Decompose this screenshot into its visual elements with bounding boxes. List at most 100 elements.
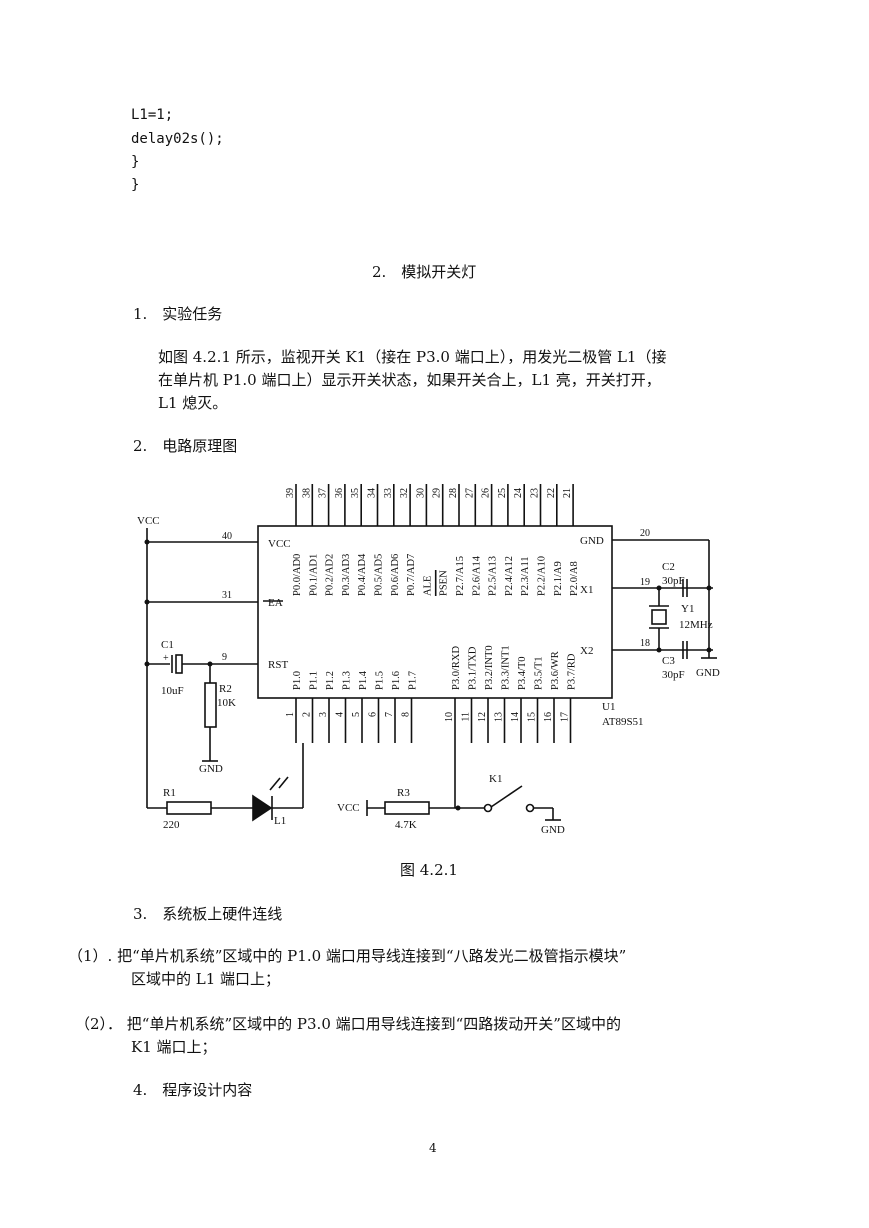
right-pin-number: 20: [640, 528, 650, 539]
wiring-item-1-line-2: 区域中的 L1 端口上；: [131, 970, 281, 988]
r3-body: [384, 801, 430, 815]
wiring-item-2-line-1: （2）． 把“单片机系统”区域中的 P3.0 端口用导线连接到“四路拨动开关”区…: [75, 1015, 621, 1033]
chip-body: [257, 525, 613, 699]
y1-ref: Y1: [681, 603, 694, 615]
k1-lever: [490, 785, 523, 808]
c1-plate-2: [175, 654, 183, 674]
c2-value: 30pF: [662, 575, 685, 587]
top-pin-label: P0.1/AD1: [308, 554, 319, 596]
bottom-pin-number: 13: [494, 712, 505, 722]
led-light-arrow: [269, 777, 281, 791]
right-pin-number: 19: [640, 577, 650, 588]
k1-contact: [483, 803, 493, 813]
left-pin-label: EA: [268, 597, 283, 609]
wiring-item-2-line-2: K1 端口上；: [131, 1038, 217, 1056]
r3-ref: R3: [397, 787, 410, 799]
gnd-label: GND: [541, 824, 565, 836]
right-pin-label: X1: [580, 584, 593, 596]
task-paragraph-line-2: 在单片机 P1.0 端口上）显示开关状态，如果开关合上，L1 亮，开关打开，: [158, 371, 661, 389]
top-pin-number: 21: [562, 488, 573, 498]
led-icon: [252, 794, 273, 822]
left-pin-number: 31: [222, 590, 232, 601]
c1-ref: C1: [161, 639, 174, 651]
top-pin-label: P2.6/A14: [471, 555, 482, 596]
bottom-pin-label: P1.5: [375, 671, 386, 690]
top-pin-number: 38: [301, 488, 312, 498]
top-pin-label: P2.1/A9: [553, 561, 564, 596]
y1-body: [651, 609, 667, 625]
bottom-pin-number: 8: [401, 712, 412, 717]
top-pin-label: P2.7/A15: [455, 556, 466, 596]
program-heading: 4. 程序设计内容: [133, 1081, 253, 1099]
figure-caption: 图 4.2.1: [400, 861, 458, 879]
circuit-heading: 2. 电路原理图: [133, 437, 238, 455]
left-pin-label: RST: [268, 659, 288, 671]
top-pin-number: 37: [318, 488, 329, 498]
top-pin-number: 26: [481, 488, 492, 498]
bottom-pin-label: P3.7/RD: [567, 653, 578, 690]
task-paragraph-line-1: 如图 4.2.1 所示，监视开关 K1（接在 P3.0 端口上），用发光二极管 …: [158, 348, 667, 366]
bottom-pin-number: 17: [560, 712, 571, 722]
section-title: 2. 模拟开关灯: [372, 263, 477, 281]
right-pin-label: X2: [580, 645, 593, 657]
bottom-pin-number: 11: [461, 712, 472, 722]
bottom-pin-number: 16: [543, 712, 554, 722]
bottom-pin-number: 10: [444, 712, 455, 722]
top-pin-number: 25: [497, 488, 508, 498]
bottom-pin-label: P1.2: [325, 671, 336, 690]
vcc-r3-label: VCC: [337, 802, 360, 814]
top-pin-label: P0.2/AD2: [325, 554, 336, 596]
top-pin-label: P0.7/AD7: [406, 554, 417, 596]
r2-ref: R2: [219, 683, 232, 695]
bottom-pin-label: P3.6/WR: [550, 651, 561, 690]
top-pin-number: 35: [350, 488, 361, 498]
c1-plus: +: [163, 653, 169, 664]
c2-ref: C2: [662, 561, 675, 573]
left-pin-label: VCC: [268, 538, 291, 550]
bottom-pin-label: P1.0: [292, 671, 303, 690]
task-paragraph-line-3: L1 熄灭。: [158, 394, 228, 412]
bottom-pin-number: 1: [285, 712, 296, 717]
top-pin-number: 24: [513, 488, 524, 498]
top-pin-number: 23: [530, 488, 541, 498]
bottom-pin-label: P1.1: [309, 671, 320, 690]
bottom-pin-label: P3.5/T1: [534, 656, 545, 690]
r2-body: [204, 682, 217, 728]
top-pin-label: P0.4/AD4: [357, 553, 368, 596]
top-pin-number: 39: [285, 488, 296, 498]
r1-ref: R1: [163, 787, 176, 799]
top-pin-number: 22: [546, 488, 557, 498]
gnd-label: GND: [696, 667, 720, 679]
top-pin-label: P0.0/AD0: [292, 554, 303, 596]
top-pin-label: ALE: [422, 576, 433, 596]
junction-dot: [144, 599, 150, 605]
r1-value: 220: [163, 819, 180, 831]
bottom-pin-label: P3.0/RXD: [451, 646, 462, 690]
top-pin-label: P0.6/AD6: [390, 554, 401, 596]
top-pin-number: 27: [464, 488, 475, 498]
bottom-pin-label: P3.1/TXD: [468, 646, 479, 690]
top-pin-label: P2.3/A11: [520, 556, 531, 596]
bottom-pin-number: 7: [384, 712, 395, 717]
code-line-1: L1=1;: [131, 107, 174, 123]
page-number: 4: [429, 1141, 437, 1155]
bottom-pin-label: P1.6: [391, 671, 402, 690]
c1-value: 10uF: [161, 685, 184, 697]
r3-value: 4.7K: [395, 819, 417, 831]
bottom-pin-number: 15: [527, 712, 538, 722]
junction-dot: [144, 539, 150, 545]
junction-dot: [455, 805, 461, 811]
k1-ref: K1: [489, 773, 502, 785]
top-pin-number: 33: [383, 488, 394, 498]
bottom-pin-number: 14: [510, 712, 521, 722]
top-pin-label: P0.5/AD5: [374, 554, 385, 596]
right-pin-label: GND: [580, 535, 604, 547]
bottom-pin-number: 6: [368, 712, 379, 717]
chip-part: AT89S51: [602, 716, 644, 728]
junction-dot: [144, 661, 150, 667]
bottom-pin-label: P3.3/INT1: [501, 645, 512, 690]
top-pin-number: 32: [399, 488, 410, 498]
bottom-pin-label: P1.3: [342, 671, 353, 690]
left-pin-number: 40: [222, 531, 232, 542]
